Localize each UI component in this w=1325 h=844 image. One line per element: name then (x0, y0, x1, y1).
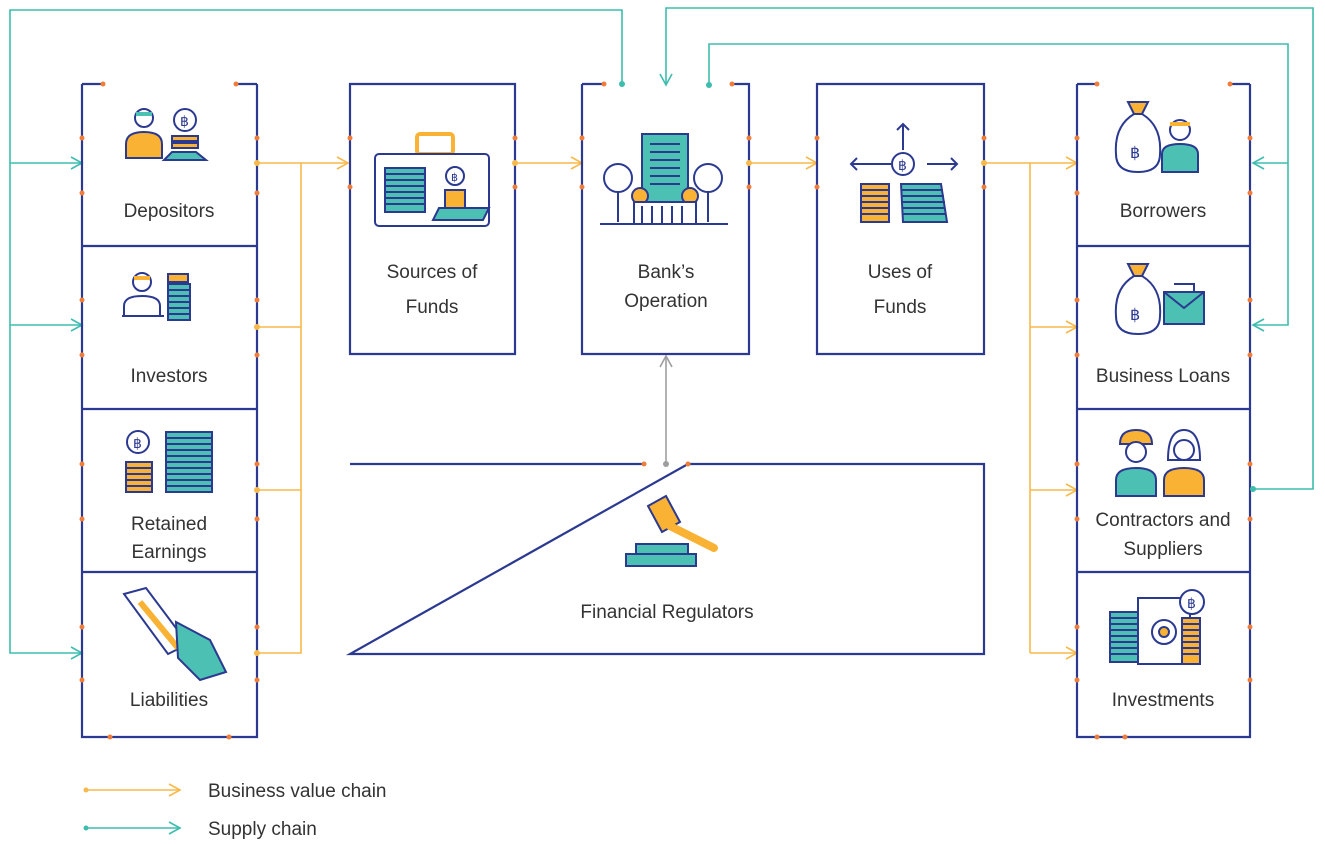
middle-boxes (345, 82, 986, 656)
retained-earnings-label-line1: Retained (131, 514, 207, 535)
right-column-outline (1075, 84, 1252, 739)
bank-box (580, 82, 751, 356)
connector-dots (254, 81, 1256, 656)
business-value-chain-arrows (257, 156, 1079, 660)
banks-operation-label-line2: Operation (624, 291, 707, 312)
depositor-person-coins-icon: ฿ (125, 108, 209, 161)
gavel-icon (625, 494, 718, 567)
retained-earnings-label-line2: Earnings (132, 542, 207, 563)
regulators-box (345, 462, 986, 656)
supply-chain-arrows (9, 7, 1314, 660)
banks-operation-label-line1: Bank’s (638, 262, 695, 283)
hand-card-icon (122, 586, 228, 682)
investments-label: Investments (1112, 690, 1214, 711)
uses-box (815, 82, 986, 356)
depositors-label: Depositors (124, 201, 215, 222)
borrowers-label: Borrowers (1120, 201, 1207, 222)
two-workers-icon (1115, 428, 1205, 497)
investors-label: Investors (130, 366, 207, 387)
svg-text:฿: ฿ (1130, 143, 1140, 162)
bvc-liabilities-out (257, 163, 302, 654)
supply-chain-return-to-bank (659, 7, 1314, 490)
sources-of-funds-label-line1: Sources of (387, 262, 479, 283)
supply-chain-feed-left (9, 9, 623, 660)
moneybag-person-icon: ฿ (1114, 101, 1199, 174)
moneybag-envelope-icon: ฿ (1114, 263, 1205, 336)
legend-supply-chain-label: Supply chain (208, 819, 317, 840)
business-loans-label: Business Loans (1096, 366, 1230, 387)
briefcase-money-icon: ฿ (374, 132, 491, 227)
legend-business-value-chain: Business value chain (83, 781, 387, 802)
svg-text:฿: ฿ (180, 114, 189, 130)
legend-supply-chain: Supply chain (83, 819, 317, 840)
left-column (80, 82, 259, 739)
coin-stack-baht-icon: ฿ (125, 430, 213, 493)
investor-person-stack-icon (122, 272, 191, 321)
uses-of-funds-label-line2: Funds (874, 297, 927, 318)
baht-distribution-icon: ฿ (849, 122, 959, 223)
contractors-suppliers-label-line2: Suppliers (1123, 539, 1202, 560)
svg-text:฿: ฿ (1187, 596, 1196, 612)
accent-dots (79, 81, 1253, 740)
contractors-suppliers-label-line1: Contractors and (1095, 510, 1230, 531)
depositors-box (80, 84, 259, 739)
sources-of-funds-label-line2: Funds (406, 297, 459, 318)
svg-text:฿: ฿ (133, 436, 142, 452)
legend-business-value-chain-label: Business value chain (208, 781, 387, 802)
sources-box (348, 82, 517, 356)
svg-text:฿: ฿ (898, 158, 907, 174)
svg-text:฿: ฿ (1130, 305, 1140, 324)
legend: Business value chain Supply chain (83, 781, 387, 840)
financial-regulators-label: Financial Regulators (580, 602, 753, 623)
safe-coins-icon: ฿ (1109, 589, 1205, 665)
uses-of-funds-label-line1: Uses of (868, 262, 933, 283)
supply-chain-bank-to-borrowers (708, 43, 1289, 332)
right-column (1075, 82, 1252, 739)
liabilities-label: Liabilities (130, 690, 208, 711)
bank-building-icon (600, 133, 728, 225)
svg-text:฿: ฿ (451, 171, 458, 184)
